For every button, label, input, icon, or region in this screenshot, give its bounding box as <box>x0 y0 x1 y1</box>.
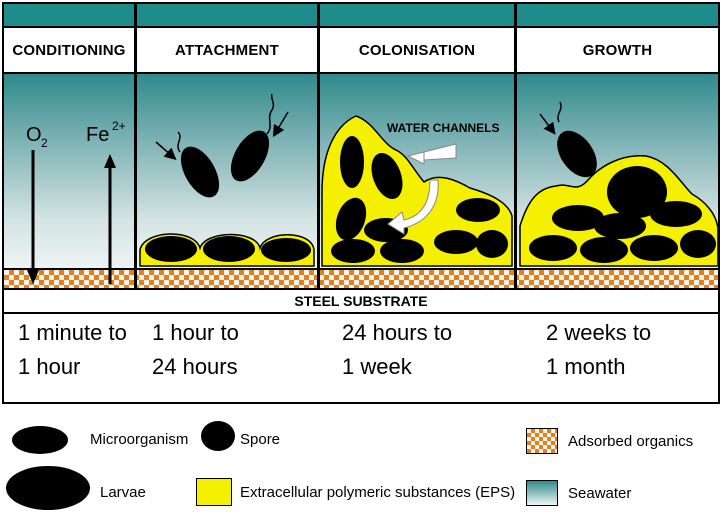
time-conditioning-line2: 1 hour <box>18 354 81 379</box>
header-conditioning: CONDITIONING <box>12 41 126 59</box>
stage-conditioning-panel <box>4 74 134 268</box>
colony-cell-5 <box>331 239 375 263</box>
legend-spore-label: Spore <box>240 431 281 448</box>
conditioning-art: O 2 Fe 2+ <box>26 119 126 284</box>
microorganism-free-1 <box>180 146 220 198</box>
water-channel-arrow-2 <box>387 179 439 235</box>
divider-3 <box>514 4 517 290</box>
legend-adsorbed-label: Adsorbed organics <box>568 433 694 450</box>
water-channels-label: WATER CHANNELS <box>387 121 499 135</box>
biofilm-diagram: CONDITIONING ATTACHMENT COLONISATION GRO… <box>2 2 720 404</box>
legend-seawater-label: Seawater <box>568 485 632 502</box>
o2-arrowhead <box>27 270 39 284</box>
divider-1 <box>134 4 137 290</box>
motion-arrow-2 <box>272 111 289 138</box>
header-attachment: ATTACHMENT <box>175 41 279 59</box>
growth-free-cell <box>557 130 597 178</box>
colony-cell-9 <box>476 230 508 258</box>
time-colonisation-line2: 1 week <box>342 354 412 379</box>
flagellum-1 <box>177 131 181 153</box>
time-attachment-line1: 1 hour to <box>152 320 239 345</box>
growth-cell-1 <box>607 166 667 218</box>
colony-cell-1 <box>340 136 364 188</box>
legend-microorganism-label: Microorganism <box>90 431 189 448</box>
microorganism-free-2 <box>230 130 270 182</box>
o2-subscript: 2 <box>41 136 48 150</box>
header-row: CONDITIONING ATTACHMENT COLONISATION GRO… <box>4 26 718 74</box>
header-colonisation: COLONISATION <box>358 41 476 59</box>
flagellum-2 <box>266 93 275 135</box>
time-conditioning-line1: 1 minute to <box>18 320 127 345</box>
top-band <box>4 4 718 26</box>
legend-larvae-label: Larvae <box>100 484 146 501</box>
attachment-art <box>139 93 315 267</box>
stage-illustrations: O 2 Fe 2+ <box>26 93 718 284</box>
fe-label: Fe <box>86 124 109 146</box>
divider-2 <box>317 4 320 290</box>
legend-spore-icon <box>201 421 235 451</box>
adsorbed-organics-layer <box>4 268 718 290</box>
growth-cell-7 <box>630 235 678 261</box>
legend-eps-swatch <box>196 478 232 506</box>
colony-cell-3 <box>335 197 367 241</box>
steel-substrate-label: STEEL SUBSTRATE <box>4 290 718 314</box>
time-attachment: 1 hour to 24 hours <box>152 316 239 402</box>
motion-arrow-1 <box>155 141 177 160</box>
growth-flagellum <box>557 101 562 123</box>
time-growth: 2 weeks to 1 month <box>546 316 652 402</box>
colony-cell-7 <box>456 198 500 222</box>
growth-motion-arrow <box>539 113 556 135</box>
time-colonisation: 24 hours to 1 week <box>342 316 453 402</box>
fe-superscript: 2+ <box>112 119 126 133</box>
legend-larvae-icon <box>6 466 90 510</box>
colonisation-art: WATER CHANNELS <box>321 115 513 267</box>
legend-shapes <box>6 421 235 510</box>
colony-cell-8 <box>434 230 478 254</box>
growth-cell-3 <box>594 213 646 239</box>
growth-art <box>519 101 718 267</box>
growth-cell-5 <box>529 235 577 261</box>
legend-seawater-swatch <box>526 480 558 506</box>
legend-eps-label: Extracellular polymeric substances (EPS) <box>240 484 516 501</box>
attached-cell-1 <box>145 236 197 262</box>
growth-cell-4 <box>650 201 702 227</box>
time-attachment-line2: 24 hours <box>152 354 238 379</box>
legend-microorganism-icon <box>12 426 68 454</box>
colony-cell-6 <box>380 239 424 263</box>
time-colonisation-line1: 24 hours to <box>342 320 453 345</box>
growth-cell-6 <box>580 237 628 263</box>
water-channel-arrow-1 <box>423 143 457 161</box>
colony-cell-2 <box>371 152 403 200</box>
fe-arrowhead <box>104 154 116 168</box>
time-growth-line1: 2 weeks to <box>546 320 652 345</box>
attached-cell-3 <box>261 238 311 262</box>
attached-cell-2 <box>203 236 255 262</box>
growth-cell-2 <box>552 205 604 231</box>
legend-adsorbed-swatch <box>526 428 558 454</box>
header-growth: GROWTH <box>582 41 653 59</box>
o2-label: O <box>26 124 42 146</box>
growth-cell-8 <box>680 230 716 258</box>
time-conditioning: 1 minute to 1 hour <box>18 316 127 402</box>
time-growth-line2: 1 month <box>546 354 626 379</box>
water-channel-arrowhead-1 <box>406 151 425 165</box>
